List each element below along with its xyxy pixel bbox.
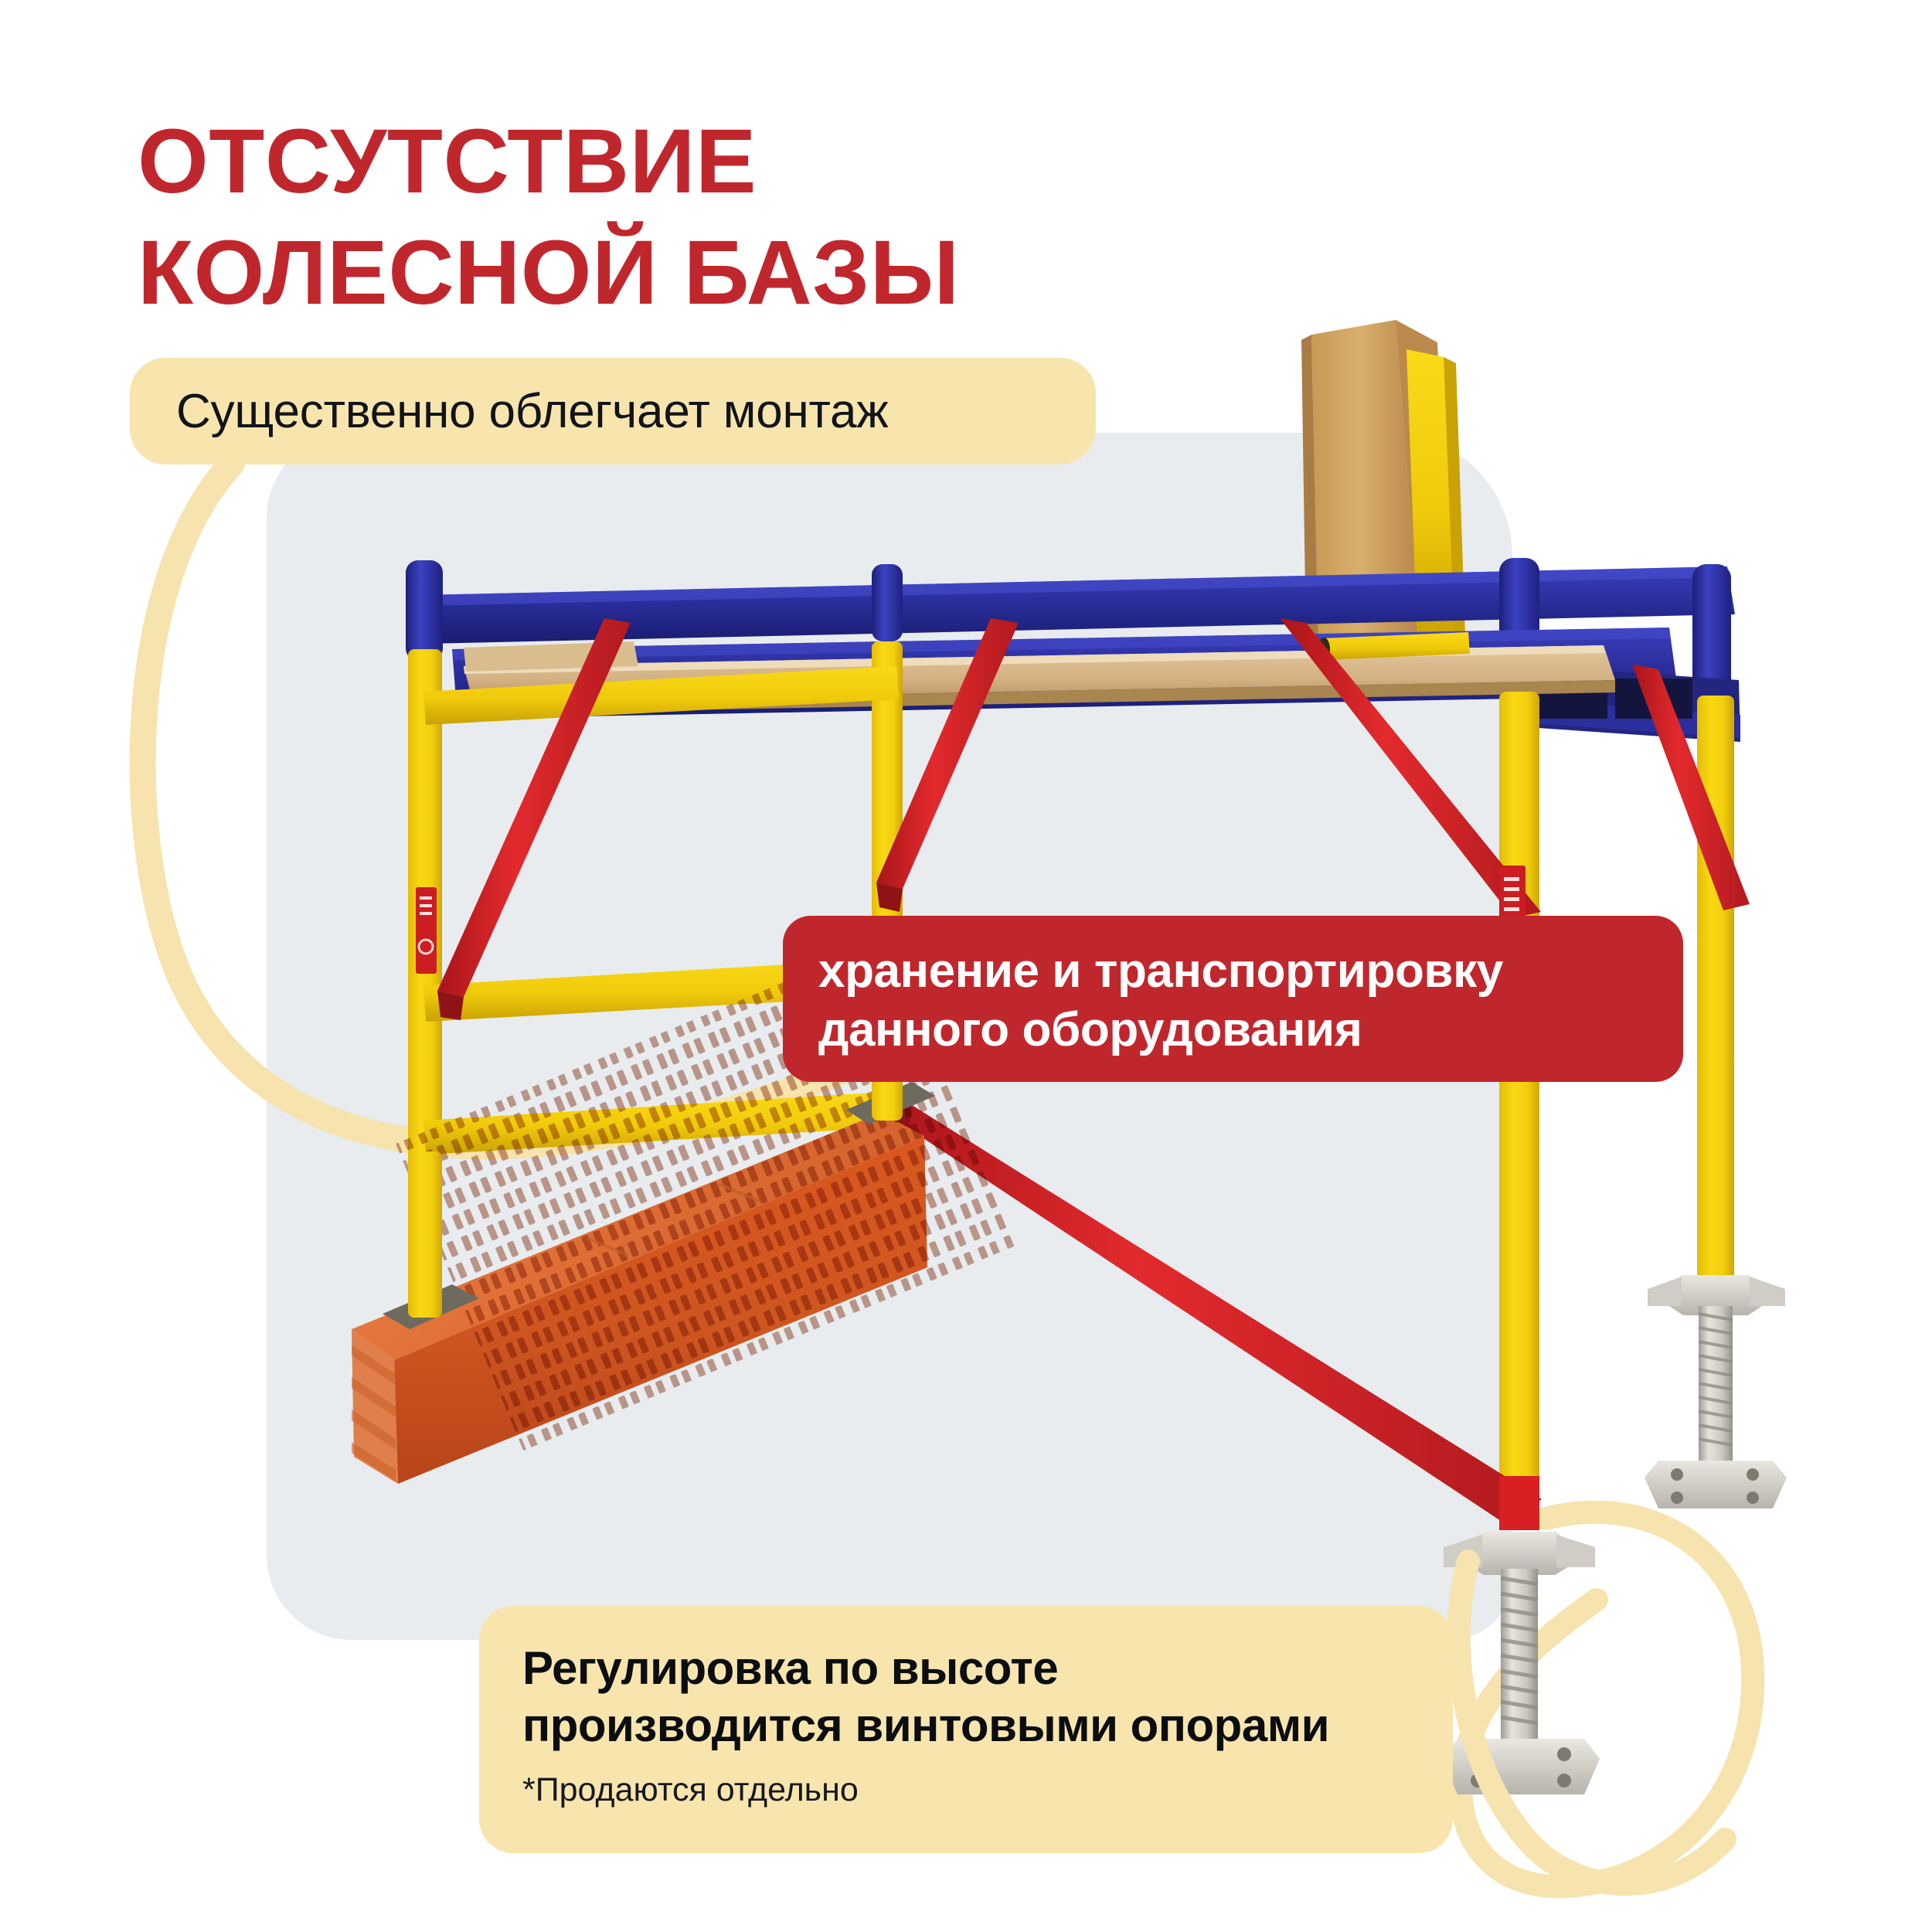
screw-jack-support [1645,1206,1787,1509]
page-title: ОТСУТСТВИЕ КОЛЕСНОЙ БАЗЫ [138,111,960,324]
callout-red-line1: хранение и транспортировку [818,944,1503,998]
callout-red-box: хранение и транспортировку данного обору… [783,916,1683,1082]
callout-top-text: Существенно облегчает монтаж [176,384,889,438]
callout-top-pill: Существенно облегчает монтаж [130,358,1096,464]
leaning-plywood-panel [1301,320,1465,648]
screw-jack-support-bottom [1442,1476,1600,1794]
callout-red-line2: данного оборудования [818,1002,1362,1056]
callout-bottom-line1: Регулировка по высоте [522,1642,1059,1694]
callout-bottom-line2: производится винтовыми опорами [522,1699,1329,1751]
diagonal-brace [437,618,1750,1524]
callout-bottom-pill: Регулировка по высоте производится винто… [479,1606,1453,1853]
vertical-post-lower-left [408,1151,442,1318]
callout-bottom-footnote: *Продаются отдельно [522,1770,859,1808]
